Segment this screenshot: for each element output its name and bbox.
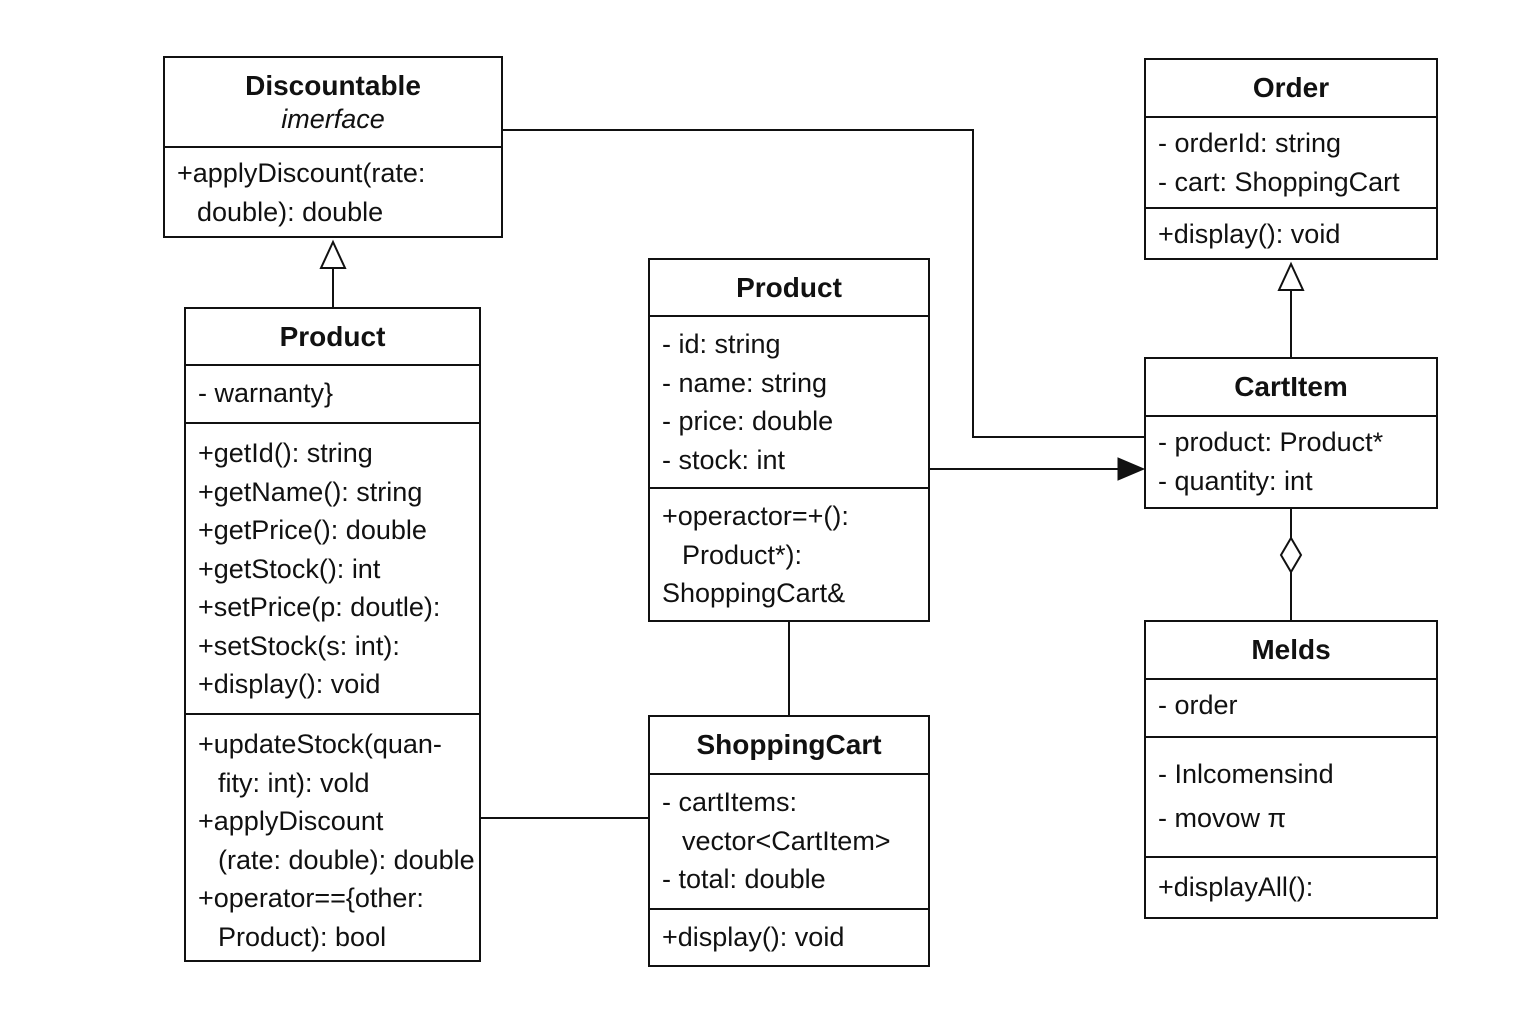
connector-discountable-cartitem (503, 129, 1145, 438)
methods-section: +getId(): string +getName(): string +get… (186, 424, 479, 715)
method: +displayAll(): (1158, 872, 1314, 902)
method: +getStock(): int (198, 553, 381, 584)
class-header: Product (650, 260, 928, 317)
class-name: Discountable (245, 70, 421, 101)
method: +display(): void (198, 669, 381, 699)
attribute: - stock: int (662, 444, 786, 475)
generalization-arrowhead (1277, 261, 1305, 291)
class-name: Product (736, 271, 842, 303)
attributes-section: - product: Product* - quantity: int (1146, 417, 1436, 500)
attribute: - cartItems: (662, 787, 798, 817)
aggregation-diamond (1279, 536, 1303, 574)
methods-section-2: +updateStock(quan- fity: int): vold +app… (186, 715, 479, 956)
method: +getId(): string (198, 438, 373, 468)
attributes-section: - cartItems: vector<CartItem> - total: d… (650, 775, 928, 910)
attribute-continuation: vector<CartItem> (682, 825, 891, 856)
methods-section: +display(): void (650, 910, 928, 957)
class-header: CartItem (1146, 359, 1436, 417)
attribute: - name: string (662, 367, 828, 398)
method: +updateStock(quan- (198, 729, 442, 759)
attributes-section: - orderId: string - cart: ShoppingCart (1146, 118, 1436, 209)
attribute: - order (1158, 690, 1238, 720)
method: +applyDiscount (198, 806, 384, 836)
class-name: Melds (1251, 634, 1331, 665)
method: +display(): void (662, 922, 845, 952)
attributes-section: - id: string - name: string - price: dou… (650, 317, 928, 489)
attribute: - quantity: int (1158, 465, 1313, 496)
method-continuation: Product*): (682, 539, 803, 570)
realization-arrowhead (319, 239, 347, 269)
method: +applyDiscount(rate: (177, 158, 426, 188)
method: +display(): void (1158, 219, 1341, 249)
class-product-center: Product - id: string - name: string - pr… (648, 258, 930, 622)
method: +getName(): string (198, 476, 423, 507)
method-continuation: fity: int): vold (218, 767, 370, 798)
class-header: ShoppingCart (650, 717, 928, 775)
attributes-section-2: - Inlcomensind - movow π (1146, 738, 1436, 858)
class-shopping-cart: ShoppingCart - cartItems: vector<CartIte… (648, 715, 930, 967)
class-name: Product (279, 320, 386, 352)
method: +setStock(s: int): (198, 630, 400, 661)
attribute: - product: Product* (1158, 427, 1384, 457)
class-header: Discountable imerface (165, 58, 501, 148)
attribute: - warnanty} (198, 378, 334, 408)
class-cart-item: CartItem - product: Product* - quantity:… (1144, 357, 1438, 509)
attribute: - id: string (662, 329, 781, 359)
attribute: - price: double (662, 406, 834, 436)
attribute: - movow π (1158, 803, 1287, 833)
class-name: Order (1252, 72, 1330, 103)
attributes-section: - order (1146, 680, 1436, 738)
methods-section: +applyDiscount(rate: double): double (165, 148, 501, 231)
method: +setPrice(p: doutle): (198, 592, 441, 622)
class-name: ShoppingCart (696, 729, 882, 760)
class-header: Order (1146, 60, 1436, 118)
attribute: - total: double (662, 864, 826, 894)
methods-section: +operactor=+(): Product*): ShoppingCart& (650, 489, 928, 613)
method-continuation: ShoppingCart& (662, 578, 846, 608)
class-melds: Melds - order - Inlcomensind - movow π +… (1144, 620, 1438, 919)
methods-section: +display(): void (1146, 209, 1436, 254)
method-continuation: Product): bool (218, 921, 387, 952)
association-arrowhead (1117, 457, 1146, 481)
attribute: - cart: ShoppingCart (1158, 166, 1400, 197)
method: +operator=={other: (198, 883, 424, 913)
class-product-left: Product - warnanty} +getId(): string +ge… (184, 307, 481, 962)
attribute: - orderId: string (1158, 128, 1342, 158)
method-continuation: (rate: double): double (218, 844, 475, 875)
class-order: Order - orderId: string - cart: Shopping… (1144, 58, 1438, 260)
methods-section: +displayAll(): (1146, 858, 1436, 907)
class-header: Melds (1146, 622, 1436, 680)
attribute: - Inlcomensind (1158, 759, 1334, 789)
method: +operactor=+(): (662, 501, 849, 531)
class-discountable: Discountable imerface +applyDiscount(rat… (163, 56, 503, 238)
method-continuation: double): double (197, 196, 384, 227)
class-stereotype: imerface (281, 104, 385, 134)
class-name: CartItem (1234, 371, 1348, 402)
method: +getPrice(): double (198, 515, 427, 545)
class-header: Product (186, 309, 479, 366)
attributes-section: - warnanty} (186, 366, 479, 424)
